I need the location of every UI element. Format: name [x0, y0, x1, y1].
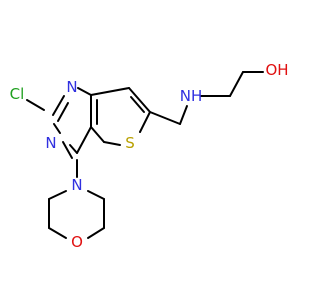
bond-c4m-nm: [87, 190, 105, 200]
bond-c5-c6-double: [130, 96, 145, 113]
bond-c2m-o: [48, 227, 67, 239]
atom-amine-nh: NH: [180, 87, 203, 105]
bond-s-c7a: [103, 141, 121, 146]
atom-labels: Cl N N S NH OH N O: [10, 61, 289, 251]
bond-c7a-c4: [90, 126, 105, 143]
atom-hydroxyl-oh: OH: [265, 61, 288, 79]
atom-chlorine: Cl: [10, 85, 25, 103]
bond-c4-c4m: [76, 126, 92, 154]
bond-nm-c1: [48, 190, 67, 200]
bonds: [26, 71, 264, 239]
bond-c6-ch2: [149, 111, 181, 125]
atom-nitrogen-morpholine: N: [71, 176, 82, 194]
bond-ch2b-ch2c: [229, 71, 244, 97]
bond-o-c3m: [87, 227, 105, 239]
bond-n1-c4m-double: [62, 141, 73, 159]
bond-n3-c4a: [77, 87, 92, 96]
bond-c4m-n1: [69, 144, 78, 154]
atom-nitrogen-pyrimidine-top: N: [66, 78, 77, 96]
bond-n1-c2: [53, 123, 61, 134]
bond-cl-c2: [26, 99, 45, 111]
bond-ch2-nh: [179, 105, 188, 125]
atom-sulfur: S: [125, 134, 135, 152]
molecule-structure: Cl N N S NH OH N O: [10, 61, 289, 251]
bond-c5-c6: [128, 87, 151, 113]
bond-c4a-c5: [90, 87, 130, 96]
atom-oxygen-morpholine: O: [71, 233, 83, 251]
atom-nitrogen-pyrimidine-bottom: N: [45, 134, 56, 152]
bond-c2-n3: [52, 95, 65, 116]
bond-c6-s: [139, 111, 151, 133]
bond-c2-n3-double: [57, 102, 69, 122]
